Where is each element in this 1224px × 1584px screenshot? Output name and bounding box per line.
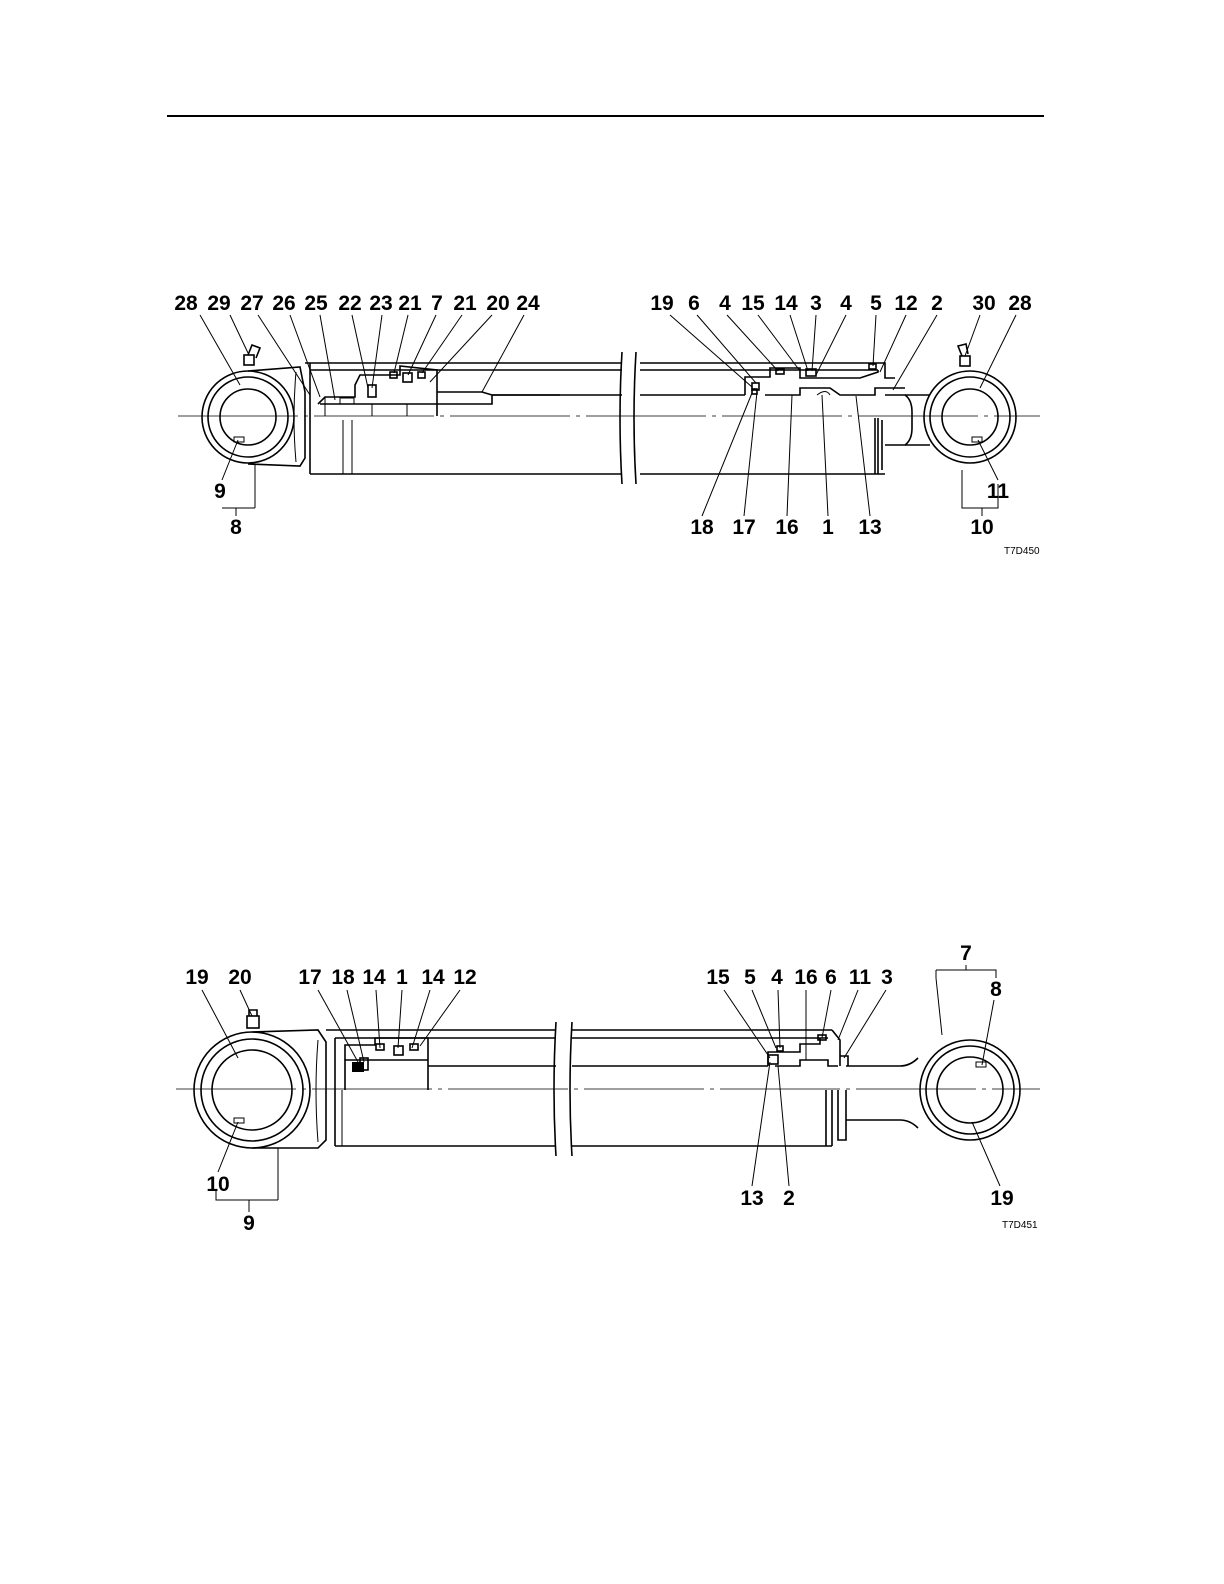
part-label: 13: [740, 1187, 763, 1210]
part-label: 5: [744, 966, 756, 989]
part-label: 15: [706, 966, 730, 989]
part-label: 12: [453, 966, 476, 989]
grease-fitting-20: [247, 1010, 259, 1028]
part-label: 7: [960, 942, 972, 965]
part-label: 9: [243, 1212, 255, 1235]
right-pin-eye: [846, 1040, 1020, 1140]
part-label: 17: [298, 966, 321, 989]
part-label: 19: [990, 1187, 1013, 1210]
part-label: 8: [990, 978, 1002, 1001]
part-label: 20: [228, 966, 251, 989]
part-label: 3: [881, 966, 893, 989]
part-label: 14: [421, 966, 445, 989]
part-label: 2: [783, 1187, 795, 1210]
piston-assembly: [345, 1038, 768, 1090]
part-label: 19: [185, 966, 208, 989]
part-label: 18: [331, 966, 355, 989]
part-label: 10: [206, 1173, 229, 1196]
part-label: 14: [362, 966, 386, 989]
part-label: 11: [849, 966, 872, 989]
part-label: 6: [825, 966, 837, 989]
part-label: 16: [794, 966, 817, 989]
part-label: 4: [771, 966, 783, 989]
leader-lines: [202, 965, 1000, 1212]
part-label: 1: [396, 966, 408, 989]
figure-code: T7D451: [1002, 1220, 1038, 1231]
cylinder-diagram-2: 19 20 17 18 14 1 14 12 15 5 4 16 6 11 3 …: [0, 0, 1224, 1300]
